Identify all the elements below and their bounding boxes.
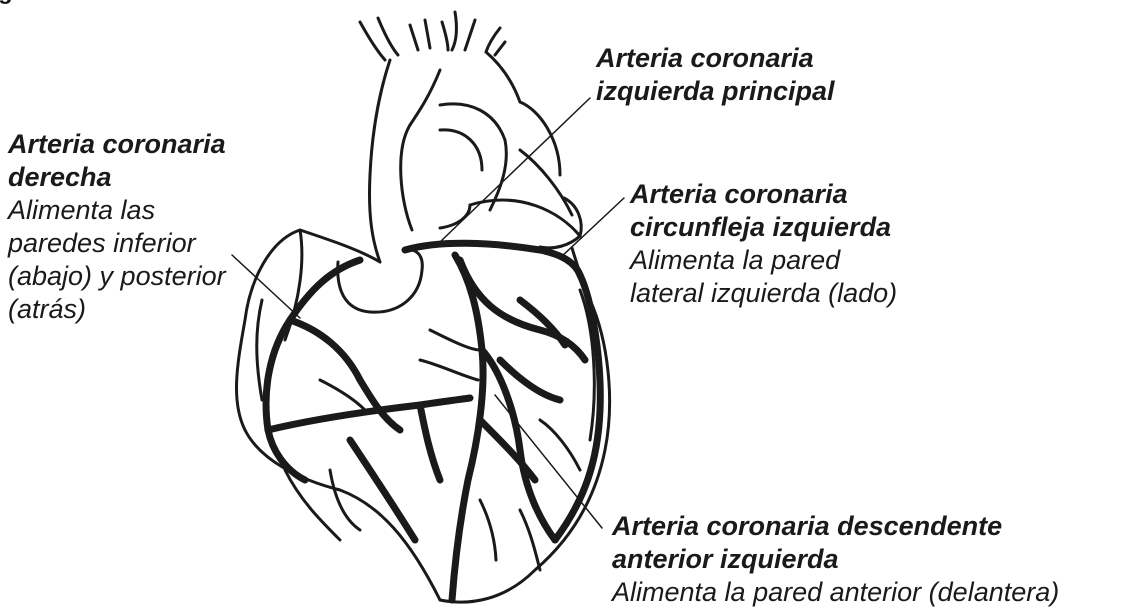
label-title-line: derecha [8,161,226,194]
label-desc-line: (abajo) y posterior [8,260,226,293]
label-right-coronary: Arteria coronaria derecha Alimenta las p… [8,128,226,326]
label-desc-line: Alimenta las [8,194,226,227]
label-desc-line: paredes inferior [8,227,226,260]
label-desc-line: Alimenta la pared anterior (delantera) [612,576,1059,609]
label-circumflex-coronary: Arteria coronaria circunfleja izquierda … [630,178,897,310]
label-desc-line: (atrás) [8,293,226,326]
label-lad-coronary: Arteria coronaria descendente anterior i… [612,510,1059,609]
leader-lad [495,395,602,528]
leader-left-main [440,98,590,242]
leader-right-coronary [232,255,300,318]
label-title-line: Arteria coronaria [8,128,226,161]
label-desc-line: lateral izquierda (lado) [630,277,897,310]
great-vessels [360,12,581,262]
label-title-line: Arteria coronaria [596,42,835,75]
label-title-line: circunfleja izquierda [630,211,897,244]
label-left-main-coronary: Arteria coronaria izquierda principal [596,42,835,108]
label-title-line: anterior izquierda [612,543,1059,576]
coronary-arteries [266,243,600,600]
label-title-line: izquierda principal [596,75,835,108]
label-title-line: Arteria coronaria [630,178,897,211]
label-title-line: Arteria coronaria descendente [612,510,1059,543]
label-desc-line: Alimenta la pared [630,244,897,277]
